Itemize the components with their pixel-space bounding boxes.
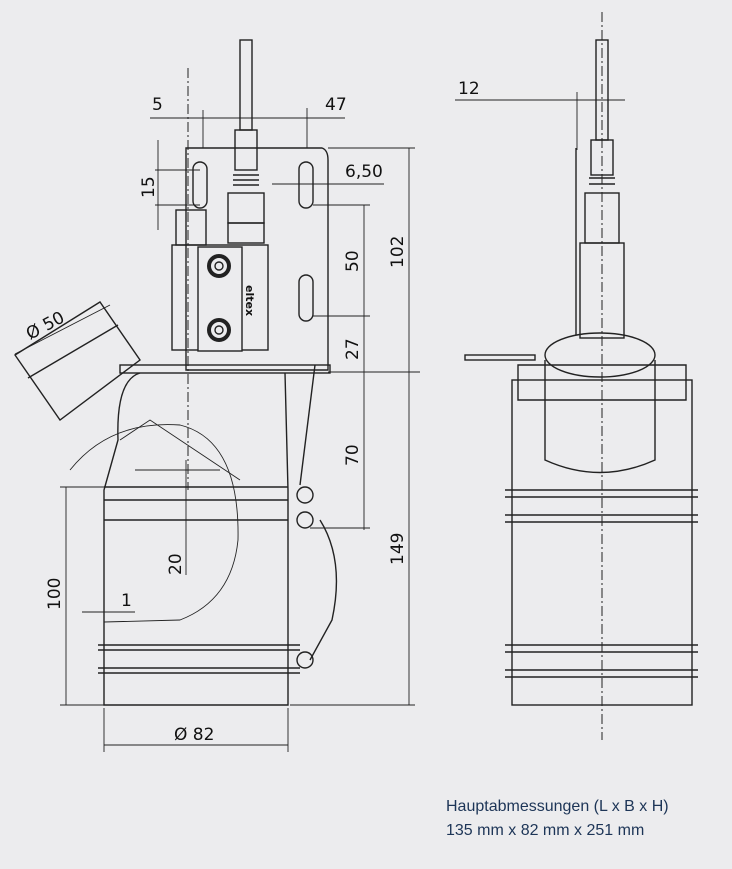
dim-inlet-diameter: Ø 50 (23, 308, 68, 345)
caption-values: 135 mm x 82 mm x 251 mm (446, 822, 645, 839)
side-view: 12 (455, 12, 698, 740)
dim-body-diameter: Ø 82 (174, 725, 214, 745)
dim-12: 12 (458, 79, 480, 99)
dim-1: 1 (121, 591, 132, 611)
dim-149: 149 (388, 533, 408, 565)
dim-6-50: 6,50 (345, 162, 383, 182)
dim-5: 5 (152, 95, 163, 115)
dim-15: 15 (139, 176, 159, 198)
dim-70: 70 (343, 444, 363, 466)
dim-50: 50 (343, 250, 363, 272)
dim-102: 102 (388, 236, 408, 268)
dimensions-caption: Hauptabmessungen (L x B x H) 135 mm x 82… (446, 795, 669, 843)
dim-100: 100 (45, 578, 65, 610)
dim-20: 20 (166, 553, 186, 575)
dim-47: 47 (325, 95, 347, 115)
caption-title: Hauptabmessungen (L x B x H) (446, 798, 669, 815)
dim-27: 27 (343, 338, 363, 360)
front-view: eltex 5 47 15 6,50 (14, 39, 420, 752)
eltex-logo: eltex (243, 285, 256, 316)
